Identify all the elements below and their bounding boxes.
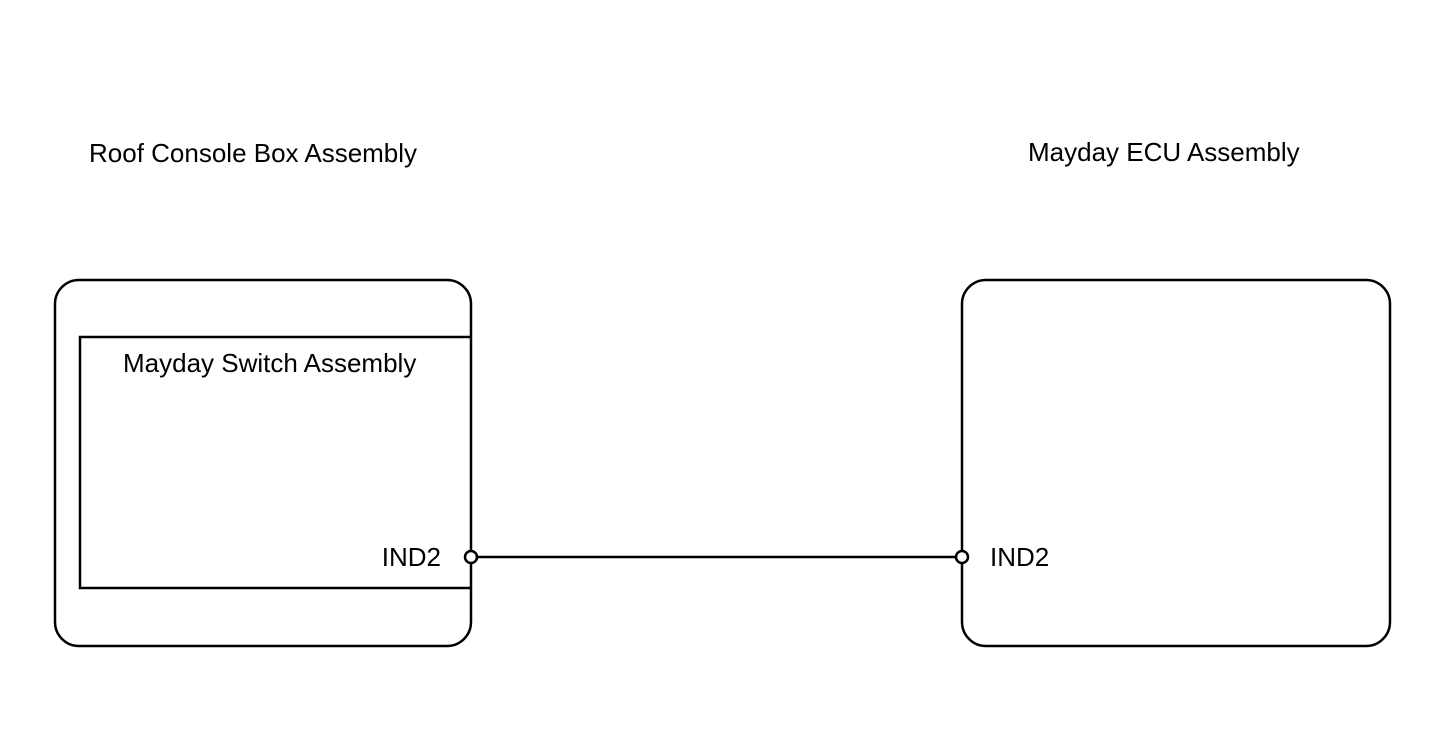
ecu-terminal-label: IND2 bbox=[990, 542, 1049, 572]
mayday-switch-label: Mayday Switch Assembly bbox=[123, 348, 416, 378]
mayday-switch-outline bbox=[78, 335, 471, 590]
roof-console-label: Roof Console Box Assembly bbox=[89, 138, 417, 168]
switch-terminal-label: IND2 bbox=[382, 542, 441, 572]
mayday-switch-assembly: Mayday Switch Assembly IND2 bbox=[78, 335, 471, 590]
ecu-terminal-pin bbox=[954, 549, 970, 565]
mayday-ecu-label: Mayday ECU Assembly bbox=[1028, 137, 1300, 167]
mayday-ecu-outline bbox=[960, 278, 1392, 648]
roof-console-outline bbox=[53, 278, 473, 648]
mayday-ecu-assembly: Mayday ECU Assembly IND2 bbox=[960, 137, 1392, 648]
roof-console-box-assembly: Roof Console Box Assembly bbox=[53, 138, 473, 648]
switch-terminal-pin bbox=[463, 549, 479, 565]
